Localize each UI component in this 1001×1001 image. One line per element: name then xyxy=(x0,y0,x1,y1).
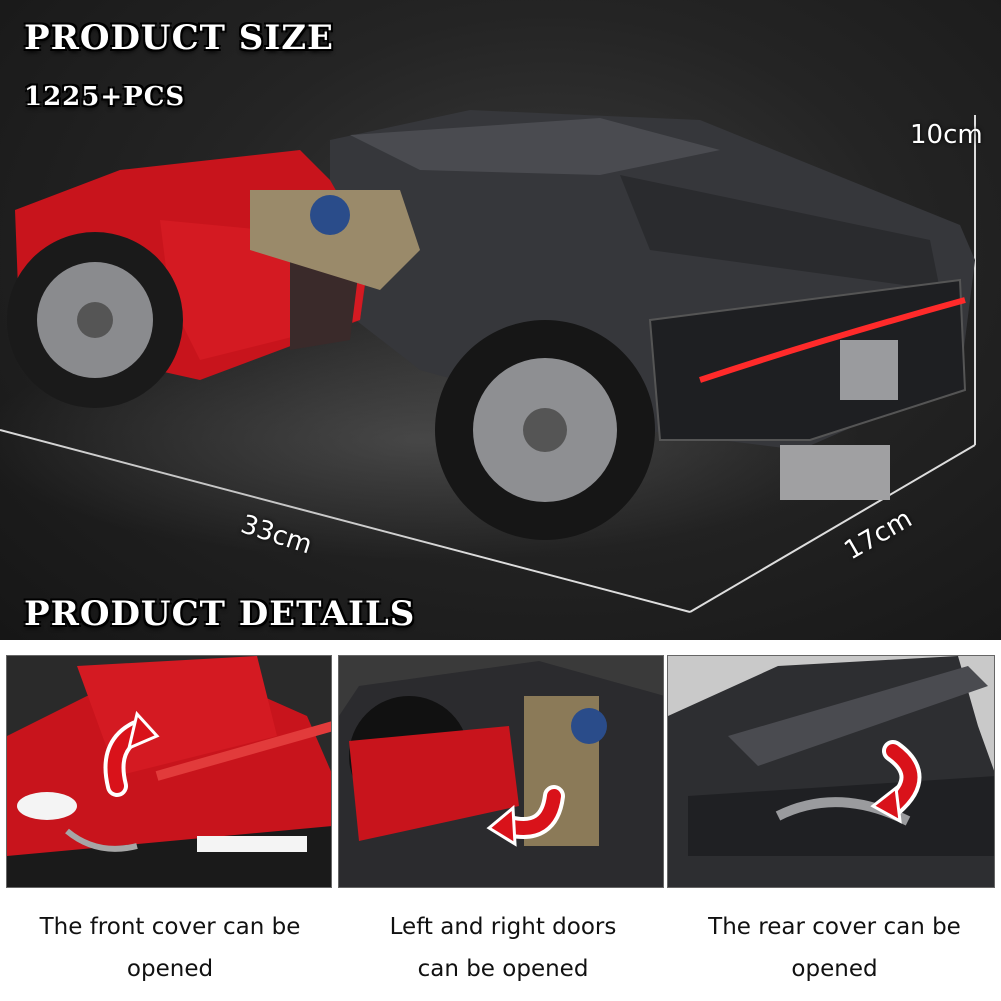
product-size-title: PRODUCT SIZE xyxy=(24,18,334,58)
doors-photo xyxy=(338,655,664,888)
doors-caption: Left and right doors can be opened xyxy=(338,906,668,990)
product-size-hero xyxy=(0,0,1001,640)
piece-count: 1225+PCS xyxy=(24,82,186,112)
front-cover-caption: The front cover can be opened xyxy=(39,914,301,982)
rotate-arrow-icon xyxy=(870,740,922,824)
car-model-image xyxy=(0,110,976,613)
doors-caption-line-1: Left and right doors xyxy=(389,914,617,940)
doors-caption-line-2: can be opened xyxy=(417,956,589,982)
rotate-arrow-icon xyxy=(486,785,565,847)
front-cover-photo xyxy=(6,655,332,888)
rotate-arrow-icon xyxy=(103,710,160,797)
product-details-title: PRODUCT DETAILS xyxy=(24,594,416,634)
dimension-line-width xyxy=(689,444,976,613)
height-dimension-label: 10cm xyxy=(910,120,983,150)
rear-cover-caption: The rear cover can be opened xyxy=(708,914,961,982)
rear-cover-photo xyxy=(667,655,995,888)
